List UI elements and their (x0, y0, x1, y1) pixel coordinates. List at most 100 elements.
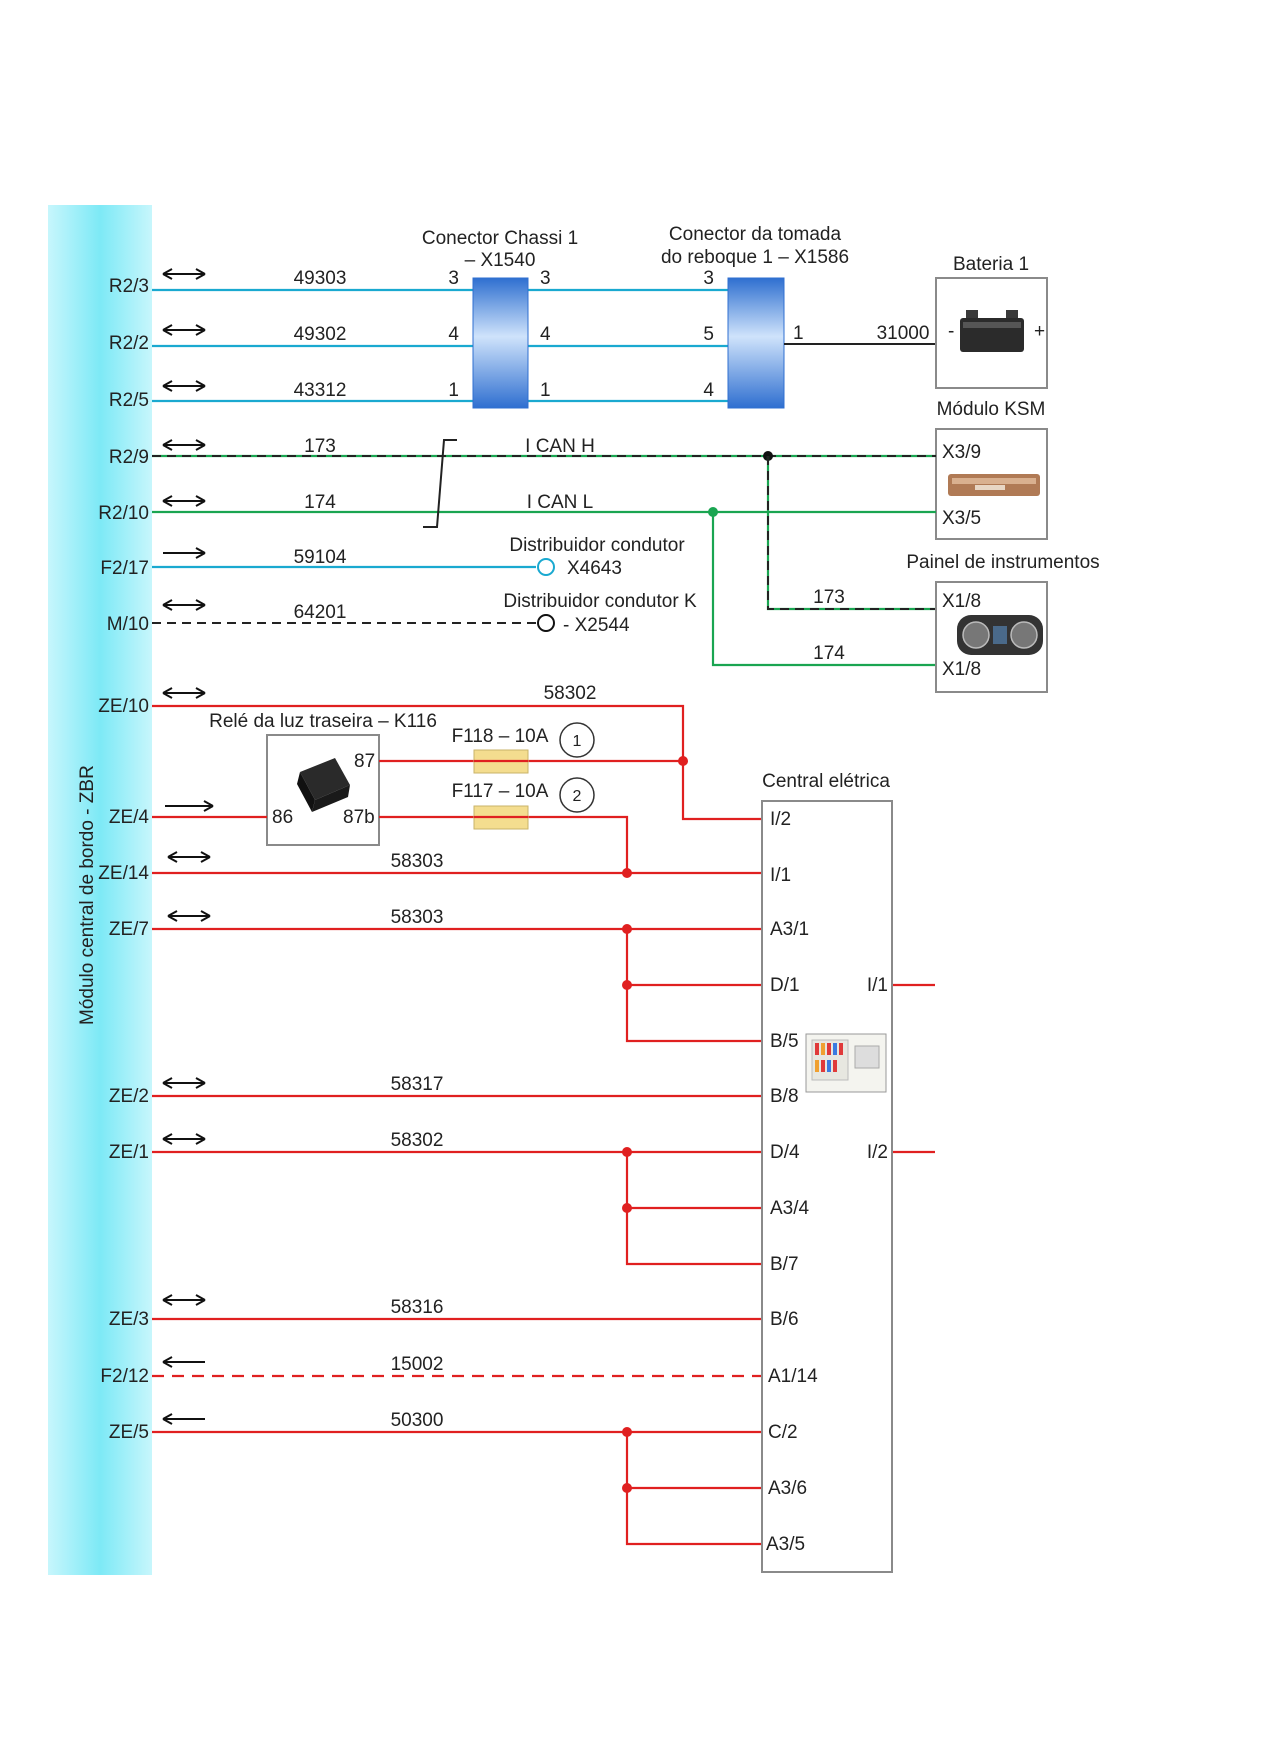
central-pin: B/5 (770, 1031, 799, 1052)
wire-number: 64201 (294, 602, 347, 623)
connector-chassis-id: – X1540 (465, 250, 536, 271)
wire-number: 43312 (294, 380, 347, 401)
panel-pin: X1/8 (942, 659, 981, 680)
left-arrow-icon (162, 1413, 205, 1425)
fuse-label: F118 – 10A (452, 726, 549, 747)
relay-pin: 87 (354, 751, 375, 772)
fuse-box-icon (805, 1033, 887, 1093)
can-low-label: I CAN L (527, 492, 594, 513)
central-pin: D/4 (770, 1142, 800, 1163)
panel-pin: X1/8 (942, 591, 981, 612)
wire-number: 58303 (391, 851, 444, 872)
connector-pin: 3 (540, 268, 551, 289)
distributor-node (537, 558, 555, 576)
pin-label: R2/5 (109, 390, 149, 411)
relay: Relé da luz traseira – K116 87 86 87b (209, 711, 437, 846)
wire-number: 49302 (294, 324, 347, 345)
fuse-number: 1 (573, 733, 582, 750)
central-pin: A1/14 (768, 1366, 818, 1387)
twisted-pair-marker (423, 439, 457, 528)
wire-number: 58317 (391, 1074, 444, 1095)
distributor-1-title: Distribuidor condutor (509, 535, 685, 556)
wire-number: 49303 (294, 268, 347, 289)
wire-number: 50300 (391, 1410, 444, 1431)
battery-wire-number: 31000 (877, 323, 930, 344)
module-title: Módulo central de bordo - ZBR (77, 765, 98, 1025)
central-pin: I/1 (770, 865, 791, 886)
pin-label: M/10 (107, 614, 149, 635)
central-pin: A3/6 (768, 1478, 807, 1499)
bidirectional-arrow-icon (162, 599, 206, 611)
central-pin: C/2 (768, 1422, 798, 1443)
battery: Bateria 1 - + (935, 254, 1048, 389)
pin-label: ZE/1 (109, 1142, 149, 1163)
central-pin: I/2 (867, 1142, 888, 1163)
bidirectional-arrow-icon (162, 1294, 206, 1306)
pin-label: R2/3 (109, 276, 149, 297)
wire-number: 58302 (391, 1130, 444, 1151)
wire-number: 174 (813, 643, 845, 664)
ksm-pin: X3/5 (942, 508, 981, 529)
wire-number: 58316 (391, 1297, 444, 1318)
bidirectional-arrow-icon (162, 380, 206, 392)
right-arrow-icon (163, 547, 206, 559)
distributor-2-id: - X2544 (563, 615, 630, 636)
pin-label: ZE/3 (109, 1309, 149, 1330)
connector-chassis-title: Conector Chassi 1 (422, 228, 578, 249)
pin-label: ZE/7 (109, 919, 149, 940)
bidirectional-arrow-icon (162, 495, 206, 507)
connector-trailer: Conector da tomada do reboque 1 – X1586 … (661, 224, 849, 409)
pin-label: R2/9 (109, 447, 149, 468)
fuse-number-badge (559, 777, 595, 813)
bidirectional-arrow-icon (162, 687, 206, 699)
fuse-number: 2 (573, 788, 582, 805)
wire-number: 58303 (391, 907, 444, 928)
central-pin: A3/4 (770, 1198, 810, 1219)
relay-icon (297, 758, 350, 812)
wire-number: 173 (813, 587, 845, 608)
battery-title: Bateria 1 (953, 254, 1029, 275)
arrows (162, 268, 214, 1425)
connector-pin: 3 (448, 268, 459, 289)
pin-label: ZE/4 (109, 807, 150, 828)
central-pin: D/1 (770, 975, 800, 996)
bidirectional-arrow-icon (162, 439, 206, 451)
connector-trailer-body (727, 277, 785, 409)
left-arrow-icon (162, 1356, 205, 1368)
pin-label: R2/2 (109, 333, 149, 354)
connector-pin: 4 (448, 324, 459, 345)
relay-pin: 86 (272, 807, 293, 828)
fuses: F118 – 10A F117 – 10A 1 2 (452, 722, 595, 830)
wire-number: 15002 (391, 1354, 444, 1375)
wire-number: 173 (304, 436, 336, 457)
connector-pin: 1 (793, 323, 804, 344)
distributor-1-id: X4643 (567, 558, 622, 579)
bidirectional-arrow-icon (162, 1077, 206, 1089)
pin-label: F2/12 (100, 1366, 149, 1387)
instrument-panel: Painel de instrumentos X1/8 X1/8 173 174 (813, 552, 1100, 693)
ksm-title: Módulo KSM (937, 399, 1046, 420)
fuse-number-badge (559, 722, 595, 758)
battery-plus: + (1034, 321, 1045, 342)
relay-pin: 87b (343, 807, 375, 828)
bidirectional-arrow-icon (167, 910, 211, 922)
wire-number: 174 (304, 492, 336, 513)
pin-label: ZE/14 (98, 863, 149, 884)
connector-pin: 5 (703, 324, 714, 345)
ksm-pin: X3/9 (942, 442, 981, 463)
connector-pin: 4 (703, 380, 714, 401)
pin-label: ZE/5 (109, 1422, 149, 1443)
connector-pin: 1 (448, 380, 459, 401)
instrument-cluster-icon (957, 615, 1043, 655)
central-pin: B/7 (770, 1254, 799, 1275)
fuse-label: F117 – 10A (452, 781, 549, 802)
central-pin: I/2 (770, 809, 791, 830)
connector-chassis-body (472, 277, 529, 409)
central-box (761, 800, 893, 1573)
ksm-module-icon (948, 474, 1040, 496)
connector-chassis: Conector Chassi 1 – X1540 3 4 1 3 4 1 (422, 228, 578, 409)
cyan-wires (152, 288, 728, 569)
distributor-node (537, 614, 555, 632)
distributor-2-title: Distribuidor condutor K (503, 591, 697, 612)
